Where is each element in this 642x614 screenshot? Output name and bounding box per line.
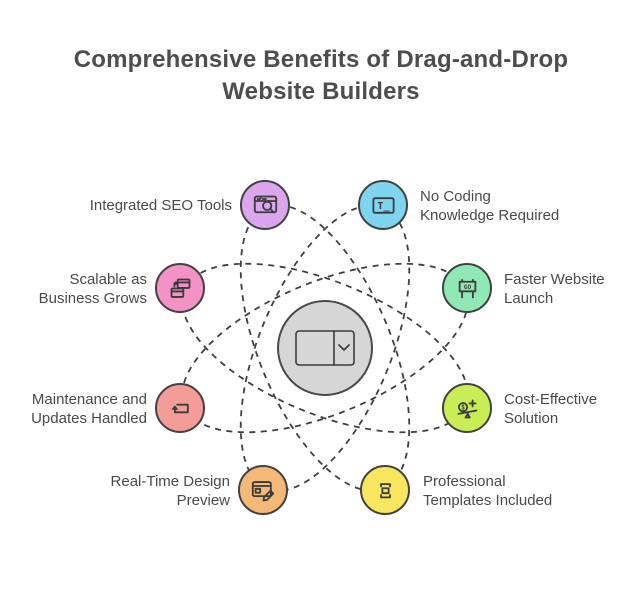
refresh-icon <box>171 403 189 413</box>
svg-text:GO: GO <box>463 283 471 290</box>
node-scalable-as-business-grows <box>155 263 205 313</box>
svg-text:$: $ <box>460 403 464 411</box>
page-title: Comprehensive Benefits of Drag-and-Drop … <box>73 46 569 105</box>
svg-text:T_: T_ <box>377 200 390 211</box>
design-pencil-icon <box>251 480 274 501</box>
node-label-integrated-seo-tools: Integrated SEO Tools <box>89 197 232 214</box>
center-hub <box>277 300 373 396</box>
node-real-time-design-preview <box>238 465 288 515</box>
drag-and-drop-widget-icon <box>295 330 355 366</box>
template-icon <box>379 482 391 498</box>
node-professional-templates-included <box>360 465 410 515</box>
seo-search-icon <box>253 195 277 213</box>
node-cost-effective-solution: $ <box>442 383 492 433</box>
code-editor-icon: T_ <box>371 196 395 214</box>
node-label-real-time-design-preview: Real-Time Design Preview <box>110 473 230 509</box>
node-label-cost-effective-solution: Cost-Effective Solution <box>504 391 598 427</box>
node-label-no-coding-knowledge-required: No Coding Knowledge Required <box>420 188 560 224</box>
go-sign-icon: GO <box>458 278 476 298</box>
scale-up-icon <box>170 278 190 298</box>
node-label-maintenance-and-updates-handled: Maintenance and Updates Handled <box>31 391 147 427</box>
node-no-coding-knowledge-required: T_ <box>358 180 408 230</box>
node-maintenance-and-updates-handled <box>155 383 205 433</box>
node-label-scalable-as-business-grows: Scalable as Business Grows <box>38 271 147 307</box>
node-label-faster-website-launch: Faster Website Launch <box>504 271 605 307</box>
node-integrated-seo-tools <box>240 180 290 230</box>
node-faster-website-launch: GO <box>442 263 492 313</box>
node-label-professional-templates-included: Professional Templates Included <box>423 473 553 509</box>
cost-balance-icon: $ <box>457 399 477 418</box>
